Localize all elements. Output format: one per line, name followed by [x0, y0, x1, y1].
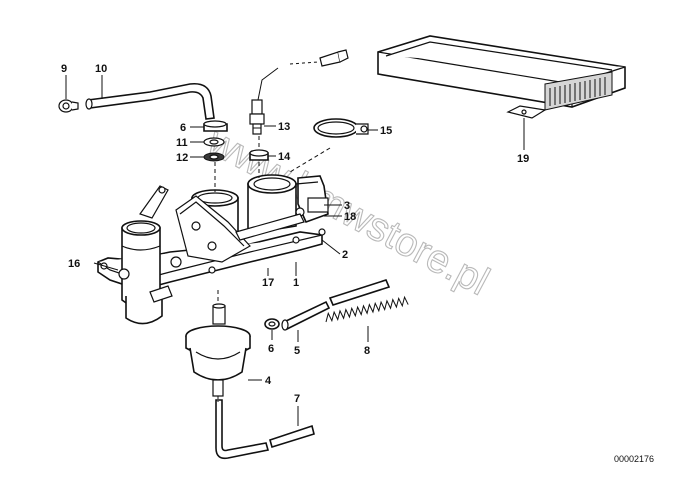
callout-14: 14 — [278, 151, 291, 163]
diagram-reference-number: 00002176 — [614, 454, 654, 464]
callout-6: 6 — [180, 122, 186, 134]
callout-5: 5 — [294, 345, 300, 357]
ecu-connector-pins — [549, 77, 606, 106]
callout-9: 9 — [61, 63, 67, 75]
callout-1: 1 — [293, 277, 299, 289]
callout-15: 15 — [380, 125, 392, 137]
sensor-13 — [249, 49, 349, 135]
callout-12: 12 — [176, 152, 188, 164]
control-unit-19 — [377, 35, 626, 150]
callout-4: 4 — [265, 375, 272, 387]
callout-19: 19 — [517, 153, 529, 165]
callout-18: 18 — [344, 211, 356, 223]
callout-leaders — [65, 75, 378, 426]
callout-8: 8 — [364, 345, 370, 357]
hose-clamp-15 — [313, 118, 369, 138]
throttle-body-assembly — [97, 174, 329, 325]
callout-16: 16 — [68, 258, 80, 270]
callout-10: 10 — [95, 63, 107, 75]
nut-6-lower — [264, 318, 280, 330]
callout-13: 13 — [278, 121, 290, 133]
callout-3: 3 — [344, 200, 350, 212]
hose-7 — [215, 399, 315, 460]
spring-8 — [325, 295, 409, 323]
washer-12 — [203, 152, 225, 162]
callout-labels: 9 10 6 11 12 13 14 15 3 18 16 2 17 1 6 5… — [61, 63, 529, 405]
hose-8 — [328, 279, 391, 306]
washer-14 — [249, 149, 269, 161]
callout-2: 2 — [342, 249, 348, 261]
callout-11: 11 — [176, 137, 188, 149]
callout-17: 17 — [262, 277, 274, 289]
hose-10 — [85, 82, 215, 120]
callout-7: 7 — [294, 393, 300, 405]
hose-5 — [281, 300, 331, 331]
assembly-guide-lines — [214, 136, 331, 402]
nut-6-upper — [203, 120, 228, 132]
callout-6-lower: 6 — [268, 343, 274, 355]
hose-clamp-9 — [58, 99, 79, 113]
washer-11 — [203, 137, 225, 147]
pressure-regulator-4 — [185, 303, 251, 397]
